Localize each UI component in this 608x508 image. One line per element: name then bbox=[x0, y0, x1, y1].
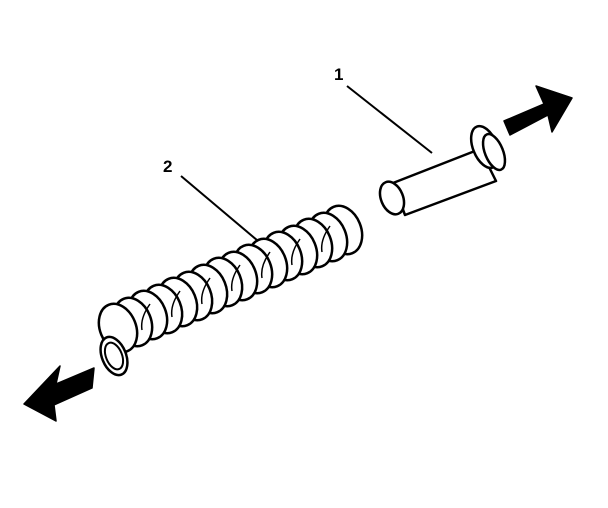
callout-2-leader-line bbox=[180, 175, 265, 247]
pin-head-face bbox=[481, 132, 507, 172]
callout-1: 1 bbox=[334, 65, 433, 154]
callout-1-leader-line bbox=[346, 85, 433, 154]
arrow-left-icon bbox=[23, 365, 95, 422]
callout-2: 2 bbox=[163, 157, 265, 247]
spring-end-inner bbox=[103, 341, 125, 371]
spring bbox=[97, 204, 364, 377]
arrow-right-icon bbox=[503, 85, 573, 136]
spring-coil-detail bbox=[140, 225, 331, 331]
callout-2-label: 2 bbox=[163, 157, 172, 176]
pin bbox=[378, 124, 507, 217]
callout-1-label: 1 bbox=[334, 65, 343, 84]
pin-end bbox=[378, 180, 406, 216]
